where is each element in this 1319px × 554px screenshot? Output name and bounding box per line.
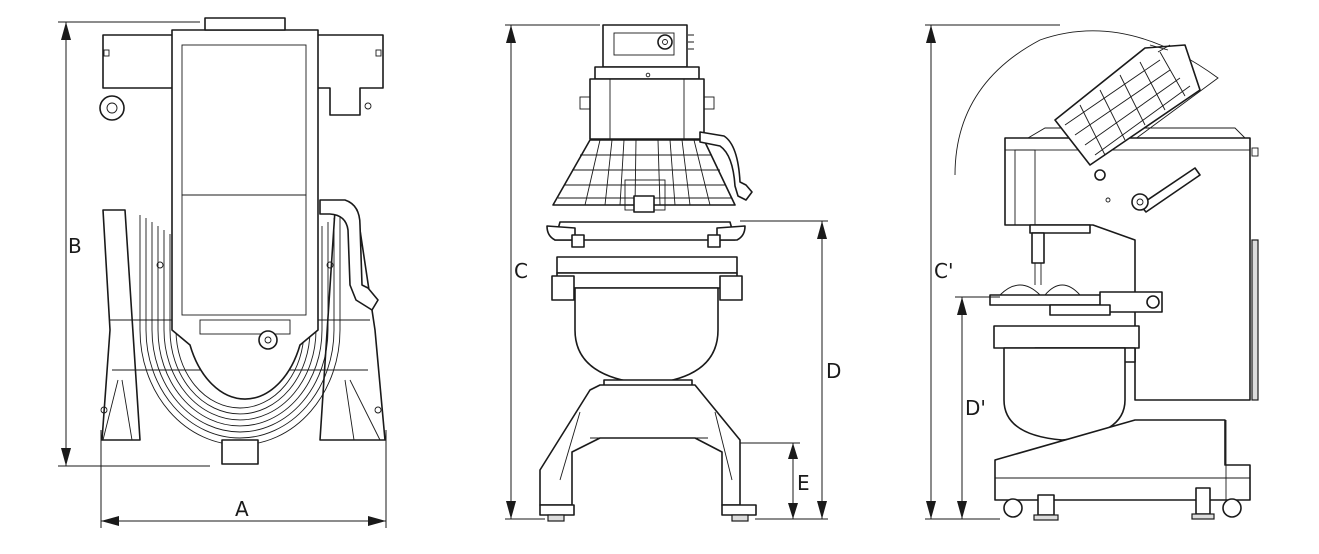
mixer-front-view [539, 24, 757, 522]
dimension-b: B [58, 21, 210, 467]
side-vent [1251, 147, 1259, 401]
label-c-prime: C' [934, 259, 953, 283]
dimension-a: A [100, 430, 387, 528]
dimension-d: D [740, 220, 841, 520]
label-d-prime: D' [965, 396, 986, 420]
dimension-c: C [505, 24, 600, 520]
dimension-c-prime: C' [925, 24, 1060, 520]
mixer-profile-view [954, 30, 1259, 521]
safety-guard-cage [552, 139, 736, 213]
label-d: D [826, 359, 841, 383]
mixer-top-view [99, 17, 386, 465]
guard-tilted [1054, 44, 1201, 166]
label-c: C [514, 259, 528, 283]
label-b: B [68, 234, 82, 258]
label-e: E [797, 471, 810, 495]
label-a: A [235, 497, 249, 521]
dimension-e: E [740, 442, 810, 519]
dimension-d-prime: D' [955, 296, 1000, 519]
